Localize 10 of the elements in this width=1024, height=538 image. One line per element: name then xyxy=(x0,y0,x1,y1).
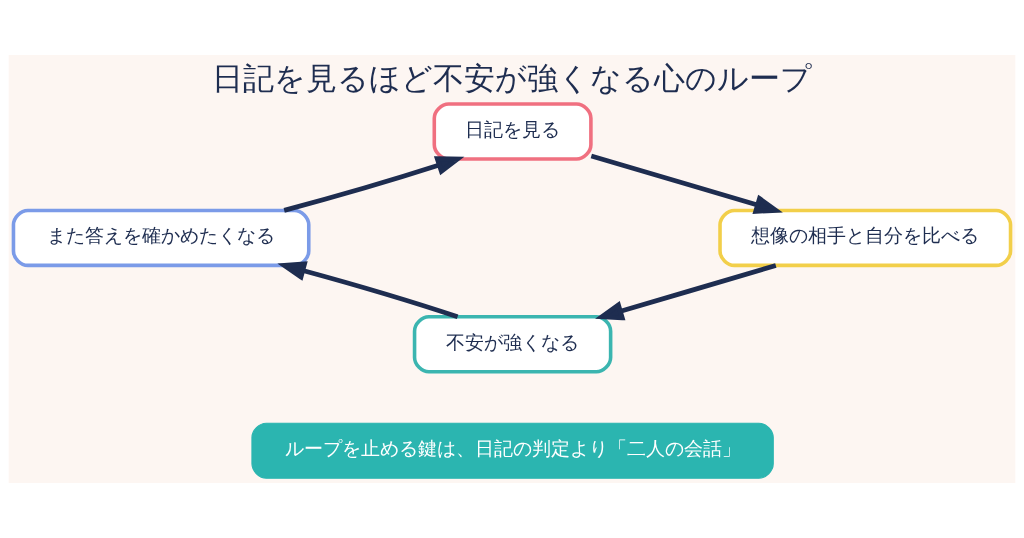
arrow xyxy=(590,153,783,214)
arrow xyxy=(283,156,465,213)
arrow xyxy=(277,261,459,320)
node-box: 日記を見る xyxy=(432,102,593,161)
diagram-title: 日記を見るほど不安が強くなる心のループ xyxy=(212,60,812,97)
node-box: また答えを確かめたくなる xyxy=(11,208,311,268)
node-box: 不安が強くなる xyxy=(412,315,613,374)
arrow xyxy=(595,263,777,321)
node-box: ループを止める鍵は、日記の判定より「二人の会話」 xyxy=(251,422,774,479)
node-box: 想像の相手と自分を比べる xyxy=(718,208,1013,268)
